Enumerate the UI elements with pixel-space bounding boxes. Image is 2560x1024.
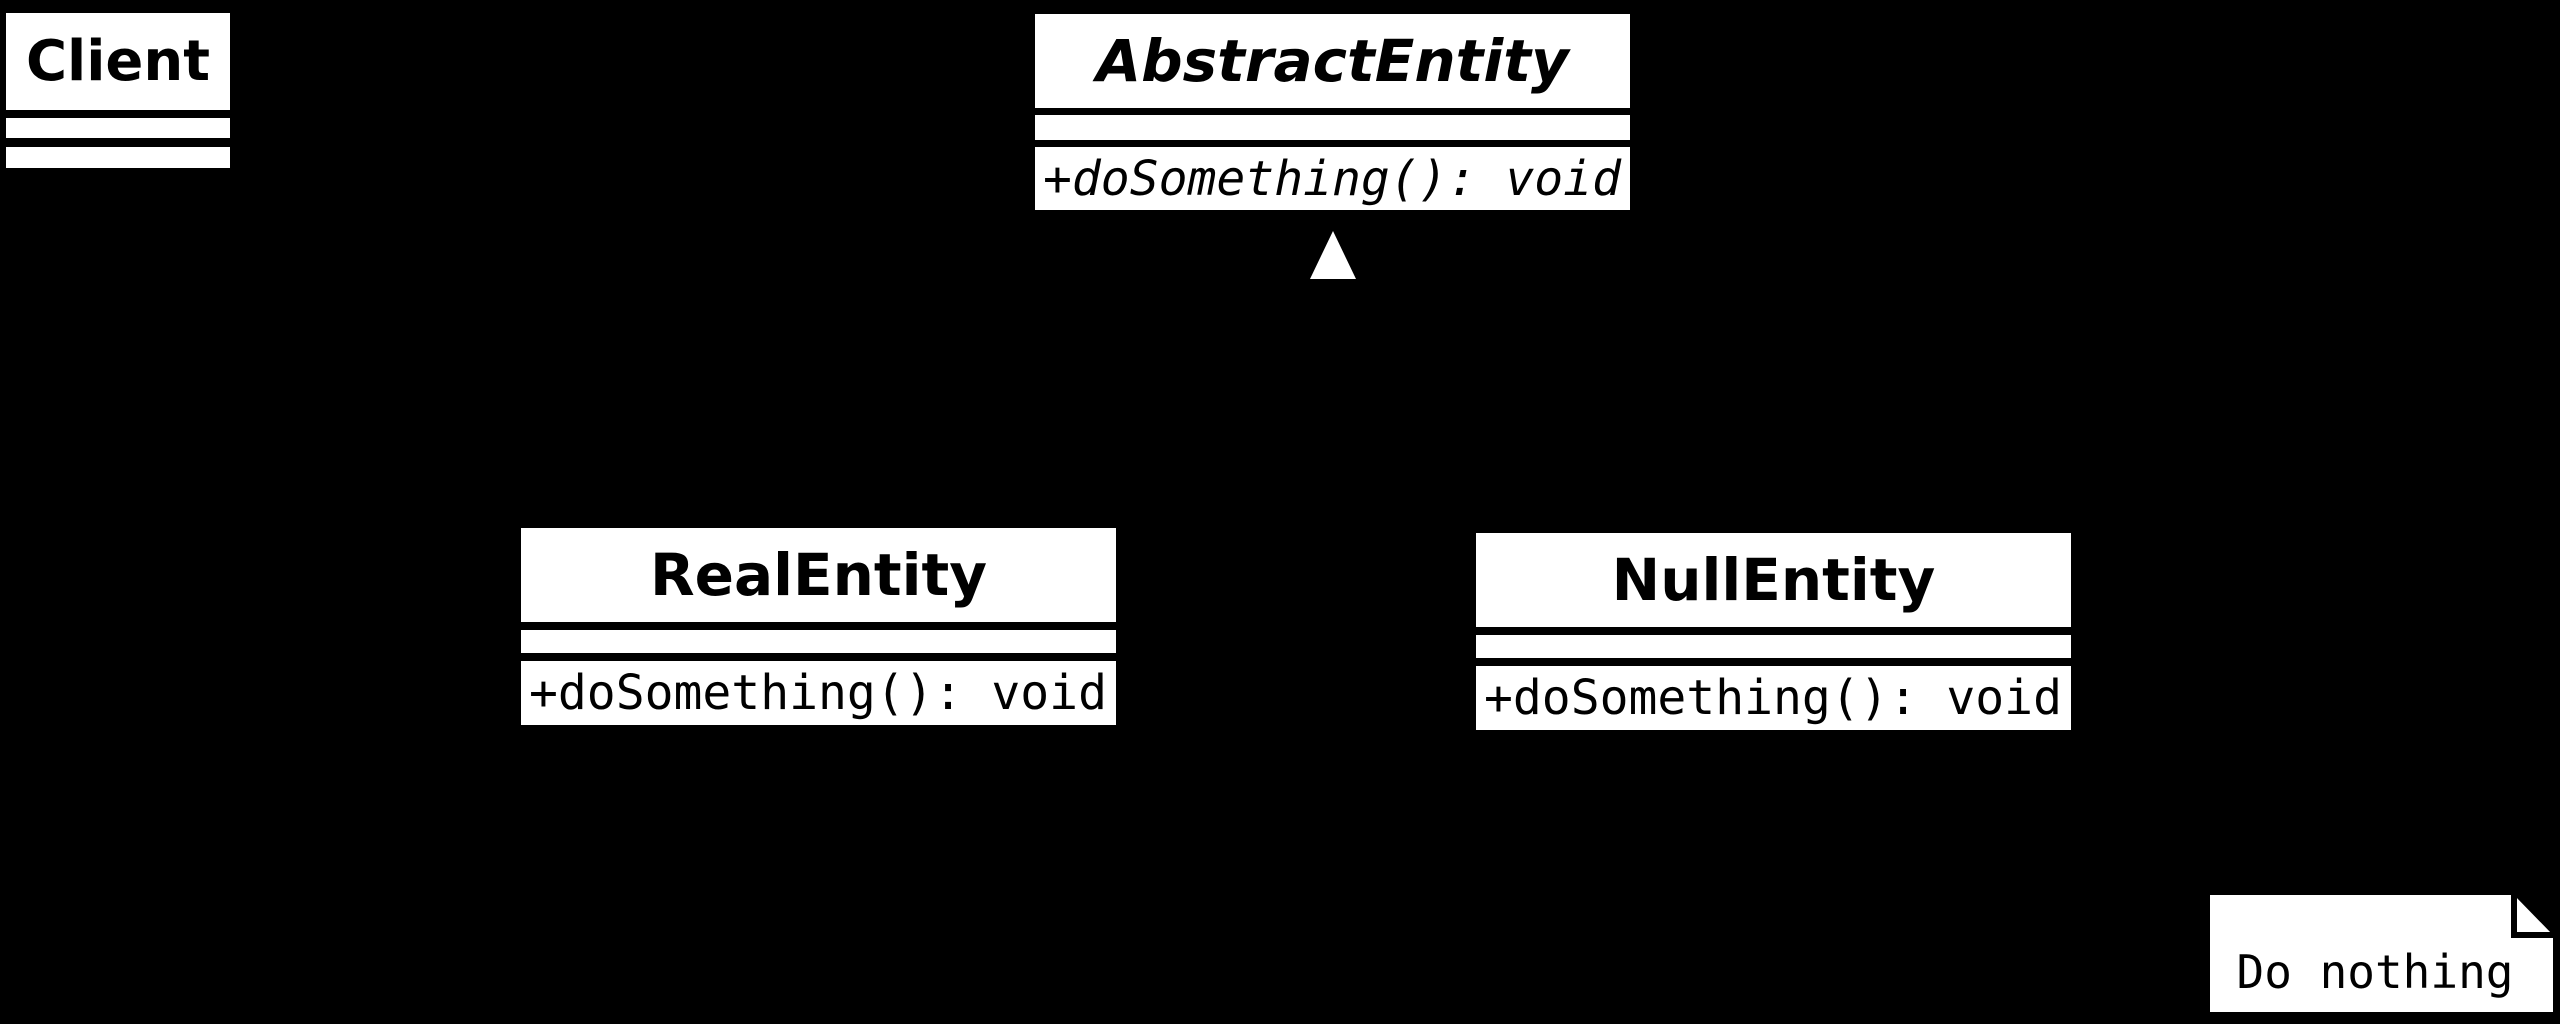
note-fold-icon	[2511, 895, 2553, 938]
class-title-client: Client	[6, 13, 230, 110]
note-shape	[2210, 895, 2553, 1012]
class-title-real-entity: RealEntity	[521, 528, 1116, 622]
class-title-null-entity: NullEntity	[1476, 533, 2071, 627]
class-attributes-null-entity	[1476, 635, 2071, 658]
class-box-client: Client	[6, 13, 230, 168]
note-text: Do nothing	[2236, 945, 2514, 999]
class-box-null-entity: NullEntity +doSomething(): void	[1476, 533, 2071, 730]
class-operation-abstract-entity: +doSomething(): void	[1035, 147, 1630, 210]
class-operation-null-entity: +doSomething(): void	[1476, 666, 2071, 730]
class-operations-client	[6, 147, 230, 168]
class-attributes-real-entity	[521, 630, 1116, 653]
class-attributes-client	[6, 118, 230, 138]
class-box-real-entity: RealEntity +doSomething(): void	[521, 528, 1116, 725]
uml-note: Do nothing	[2210, 895, 2553, 1012]
generalization-triangle-icon	[1310, 231, 1356, 279]
class-box-abstract-entity: AbstractEntity +doSomething(): void	[1035, 14, 1630, 210]
class-attributes-abstract-entity	[1035, 115, 1630, 140]
class-title-abstract-entity: AbstractEntity	[1035, 14, 1630, 108]
class-operation-real-entity: +doSomething(): void	[521, 661, 1116, 725]
note-body	[2210, 895, 2553, 1012]
